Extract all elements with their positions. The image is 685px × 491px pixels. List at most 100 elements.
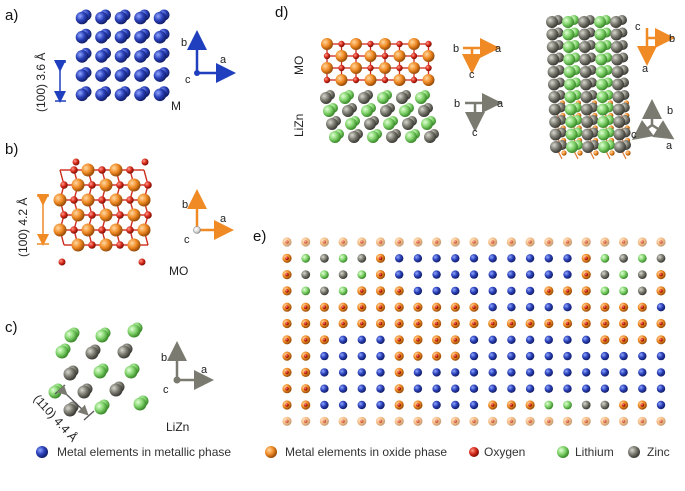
zinc-atom [364,118,376,130]
zinc-atom [579,53,592,66]
metal-atom [469,351,479,361]
lithium-atom [339,92,351,104]
lithium-atom [637,253,647,263]
panel-a-spacing-label: (100) 3.6 Å [33,53,48,112]
oxygen-atom [396,64,403,72]
panel-d-axes-3-c: c [635,21,641,33]
panel-b-axis-b: b [182,199,188,211]
oxygen-atom [88,181,96,189]
metal-oxide-atom [335,50,348,62]
oxygen-atom [341,321,345,326]
panel-d-axes-1-b: b [453,43,459,55]
zinc-atom [579,66,592,78]
metal-oxide-atom [109,163,123,177]
zinc-atom [358,92,370,104]
metal-oxide-atom [81,163,95,177]
panel-a-spacing-bracket [54,60,66,103]
oxygen-atom [509,419,514,424]
zinc-atom [547,53,560,66]
metal-atom [153,69,167,82]
lithium-atom [566,141,578,153]
oxygen-atom [509,403,514,407]
oxygen-atom [621,403,626,407]
lithium-atom [544,400,554,410]
oxygen-atom [285,419,289,424]
metal-atom [451,254,460,263]
metal-atom [114,88,128,102]
metal-atom [507,270,516,279]
lithium-atom [597,128,610,141]
oxygen-atom [528,321,532,326]
oxygen-atom [360,240,364,244]
oxygen-atom [322,338,327,342]
oxygen-atom [472,240,476,244]
metal-oxide-atom [422,50,435,62]
zinc-atom [611,53,624,66]
zinc-atom [578,41,591,53]
oxygen-atom [490,403,495,407]
metal-atom [469,335,479,344]
zinc-atom [580,78,592,91]
oxygen-atom [565,240,570,244]
zinc-atom [612,78,624,91]
metal-atom [563,335,572,344]
oxygen-atom [528,403,532,407]
oxygen-atom [659,419,663,424]
metal-atom [488,286,497,296]
panel-d-axes-2-a: a [497,98,504,110]
metal-atom [153,50,167,63]
lithium-atom [594,16,606,28]
zinc-atom [320,286,329,296]
panel-c-axis-c: c [163,384,169,396]
metal-atom [114,50,128,63]
zinc-atom [548,78,560,91]
oxygen-atom [72,158,80,166]
metal-atom [95,88,108,102]
oxygen-atom [584,289,588,293]
zinc-atom [348,131,360,143]
oxygen-atom [322,305,327,310]
metal-atom [563,303,572,312]
oxygen-atom [547,289,551,293]
oxygen-atom [378,419,383,424]
panel-b-lattice [53,158,152,266]
metal-oxide-atom [561,150,567,156]
oxygen-atom [659,321,663,326]
metal-atom [600,351,610,361]
oxygen-atom [547,240,551,244]
metal-atom [114,30,128,44]
metal-atom [544,351,553,361]
panel-c-axis-b: b [161,352,167,364]
panel-b-phase-label: MO [169,264,188,278]
metal-atom [507,335,516,344]
legend-zinc: Zinc [647,445,670,459]
oxygen-atom [509,240,514,244]
oxygen-atom [285,289,289,293]
metal-atom [75,11,89,25]
panel-b-axis-a: a [220,213,227,225]
metal-atom [525,303,535,312]
panel-d-axes-2-b: b [454,98,460,110]
lithium-atom [597,116,610,128]
legend-oxide: Metal elements in oxide phase [285,445,447,459]
oxygen-atom [378,321,383,326]
oxygen-atom [116,181,124,189]
oxygen-atom [434,338,439,342]
panel-a-axes [187,30,236,83]
metal-atom [544,368,553,377]
lithium-atom [415,92,427,104]
metal-atom [134,11,147,25]
lithium-atom [329,131,341,143]
metal-oxide-atom [127,238,141,252]
oxygen-atom [303,321,308,326]
zinc-atom [656,253,666,263]
oxygen-atom [303,419,308,424]
oxygen-atom [322,240,327,244]
oxygen-atom [547,419,551,424]
oxygen-atom [378,256,383,261]
panel-a-lattice [75,9,170,102]
metal-atom [469,270,479,279]
lithium-atom [563,53,576,66]
oxygen-atom [434,321,439,326]
metal-oxide-atom [99,238,113,252]
